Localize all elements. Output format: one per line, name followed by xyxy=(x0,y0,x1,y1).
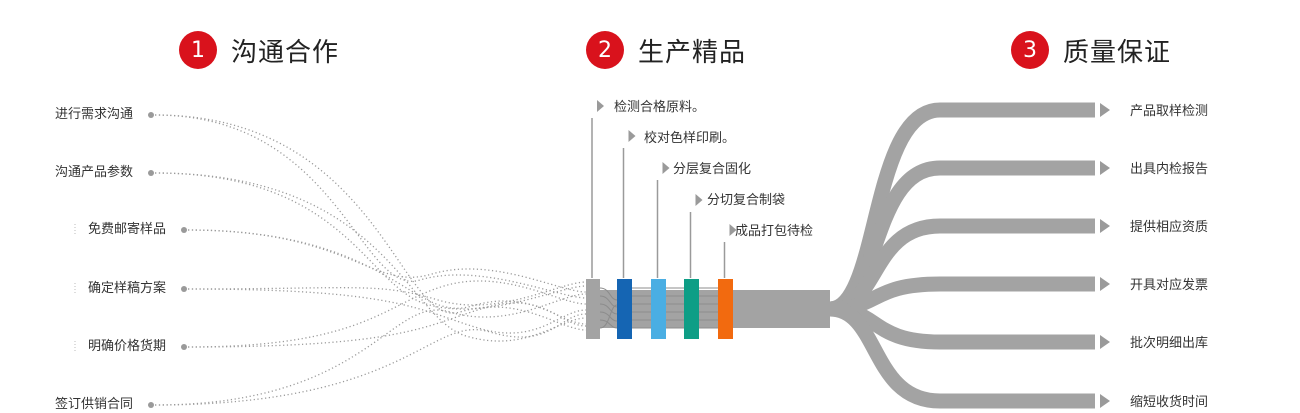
dotted-curve xyxy=(154,114,587,299)
stage-title: 质量保证 xyxy=(1063,37,1172,68)
quality-item: 批次明细出库 xyxy=(1130,336,1209,351)
arrow-icon xyxy=(1100,161,1110,175)
stage-title: 沟通合作 xyxy=(231,37,340,68)
quality-item: 开具对应发票 xyxy=(1130,278,1209,293)
communication-item: 进行需求沟通 xyxy=(55,107,134,122)
stage-header-communication: 1 沟通合作 xyxy=(179,29,339,71)
quality-item: 出具内检报告 xyxy=(1130,162,1209,177)
communication-item: 免费邮寄样品 xyxy=(88,222,167,237)
dotted-curve xyxy=(154,172,587,310)
connector-dot xyxy=(148,112,154,118)
production-bars xyxy=(586,100,737,339)
connector-dot xyxy=(181,227,187,233)
production-step: 分切复合制袋 xyxy=(707,193,786,208)
connector-dot xyxy=(148,402,154,408)
mix-line xyxy=(599,295,618,308)
mix-line xyxy=(599,319,618,329)
dotted-curve xyxy=(154,172,587,342)
arrow-icon xyxy=(1100,335,1110,349)
caret-right-icon xyxy=(729,224,737,236)
communication-item: 明确价格货期 xyxy=(88,339,167,354)
arrow-icon xyxy=(1100,394,1110,408)
production-step: 分层复合固化 xyxy=(673,162,752,177)
dotted-curve xyxy=(187,229,587,293)
mix-line xyxy=(599,304,618,329)
arrow-icon xyxy=(1100,103,1110,117)
connector-dot xyxy=(181,286,187,292)
communication-item: 确定样稿方案 xyxy=(88,281,167,296)
production-step: 成品打包待检 xyxy=(735,224,814,239)
quality-band xyxy=(829,301,1095,409)
arrow-icon xyxy=(1100,277,1110,291)
dotted-curve xyxy=(187,302,587,348)
production-bar xyxy=(586,279,600,339)
connector-dot xyxy=(148,170,154,176)
production-bar xyxy=(718,279,733,339)
stage-header-production: 2 生产精品 xyxy=(586,29,746,71)
stage-number-badge: 2 xyxy=(586,31,624,69)
arrow-icon xyxy=(1100,219,1110,233)
communication-dotted-curves xyxy=(74,112,587,408)
stage-number-badge: 1 xyxy=(179,31,217,69)
production-bar xyxy=(651,279,666,339)
production-bar xyxy=(617,279,632,339)
communication-item: 沟通产品参数 xyxy=(55,165,134,180)
caret-right-icon xyxy=(628,130,636,142)
production-bar xyxy=(684,279,699,339)
stage-number-badge: 3 xyxy=(1011,31,1049,69)
mix-line xyxy=(599,287,618,301)
production-step: 检测合格原料。 xyxy=(614,100,706,115)
stage-header-quality: 3 质量保证 xyxy=(1011,29,1171,71)
quality-fan-bands xyxy=(598,102,1110,409)
mix-line xyxy=(599,303,618,315)
quality-item: 提供相应资质 xyxy=(1130,220,1209,235)
dotted-curve xyxy=(154,114,587,331)
quality-item: 产品取样检测 xyxy=(1130,104,1209,119)
dotted-curve xyxy=(154,313,587,406)
stage-title: 生产精品 xyxy=(638,37,747,68)
connector-dot xyxy=(181,344,187,350)
dotted-curve xyxy=(187,281,587,306)
caret-right-icon xyxy=(597,100,604,112)
caret-right-icon xyxy=(695,194,703,206)
communication-item: 签订供销合同 xyxy=(55,397,134,412)
production-step: 校对色样印刷。 xyxy=(644,131,736,146)
quality-item: 缩短收货时间 xyxy=(1130,395,1209,410)
caret-right-icon xyxy=(662,162,670,174)
dotted-curve xyxy=(187,288,587,334)
dotted-curve xyxy=(154,293,587,406)
